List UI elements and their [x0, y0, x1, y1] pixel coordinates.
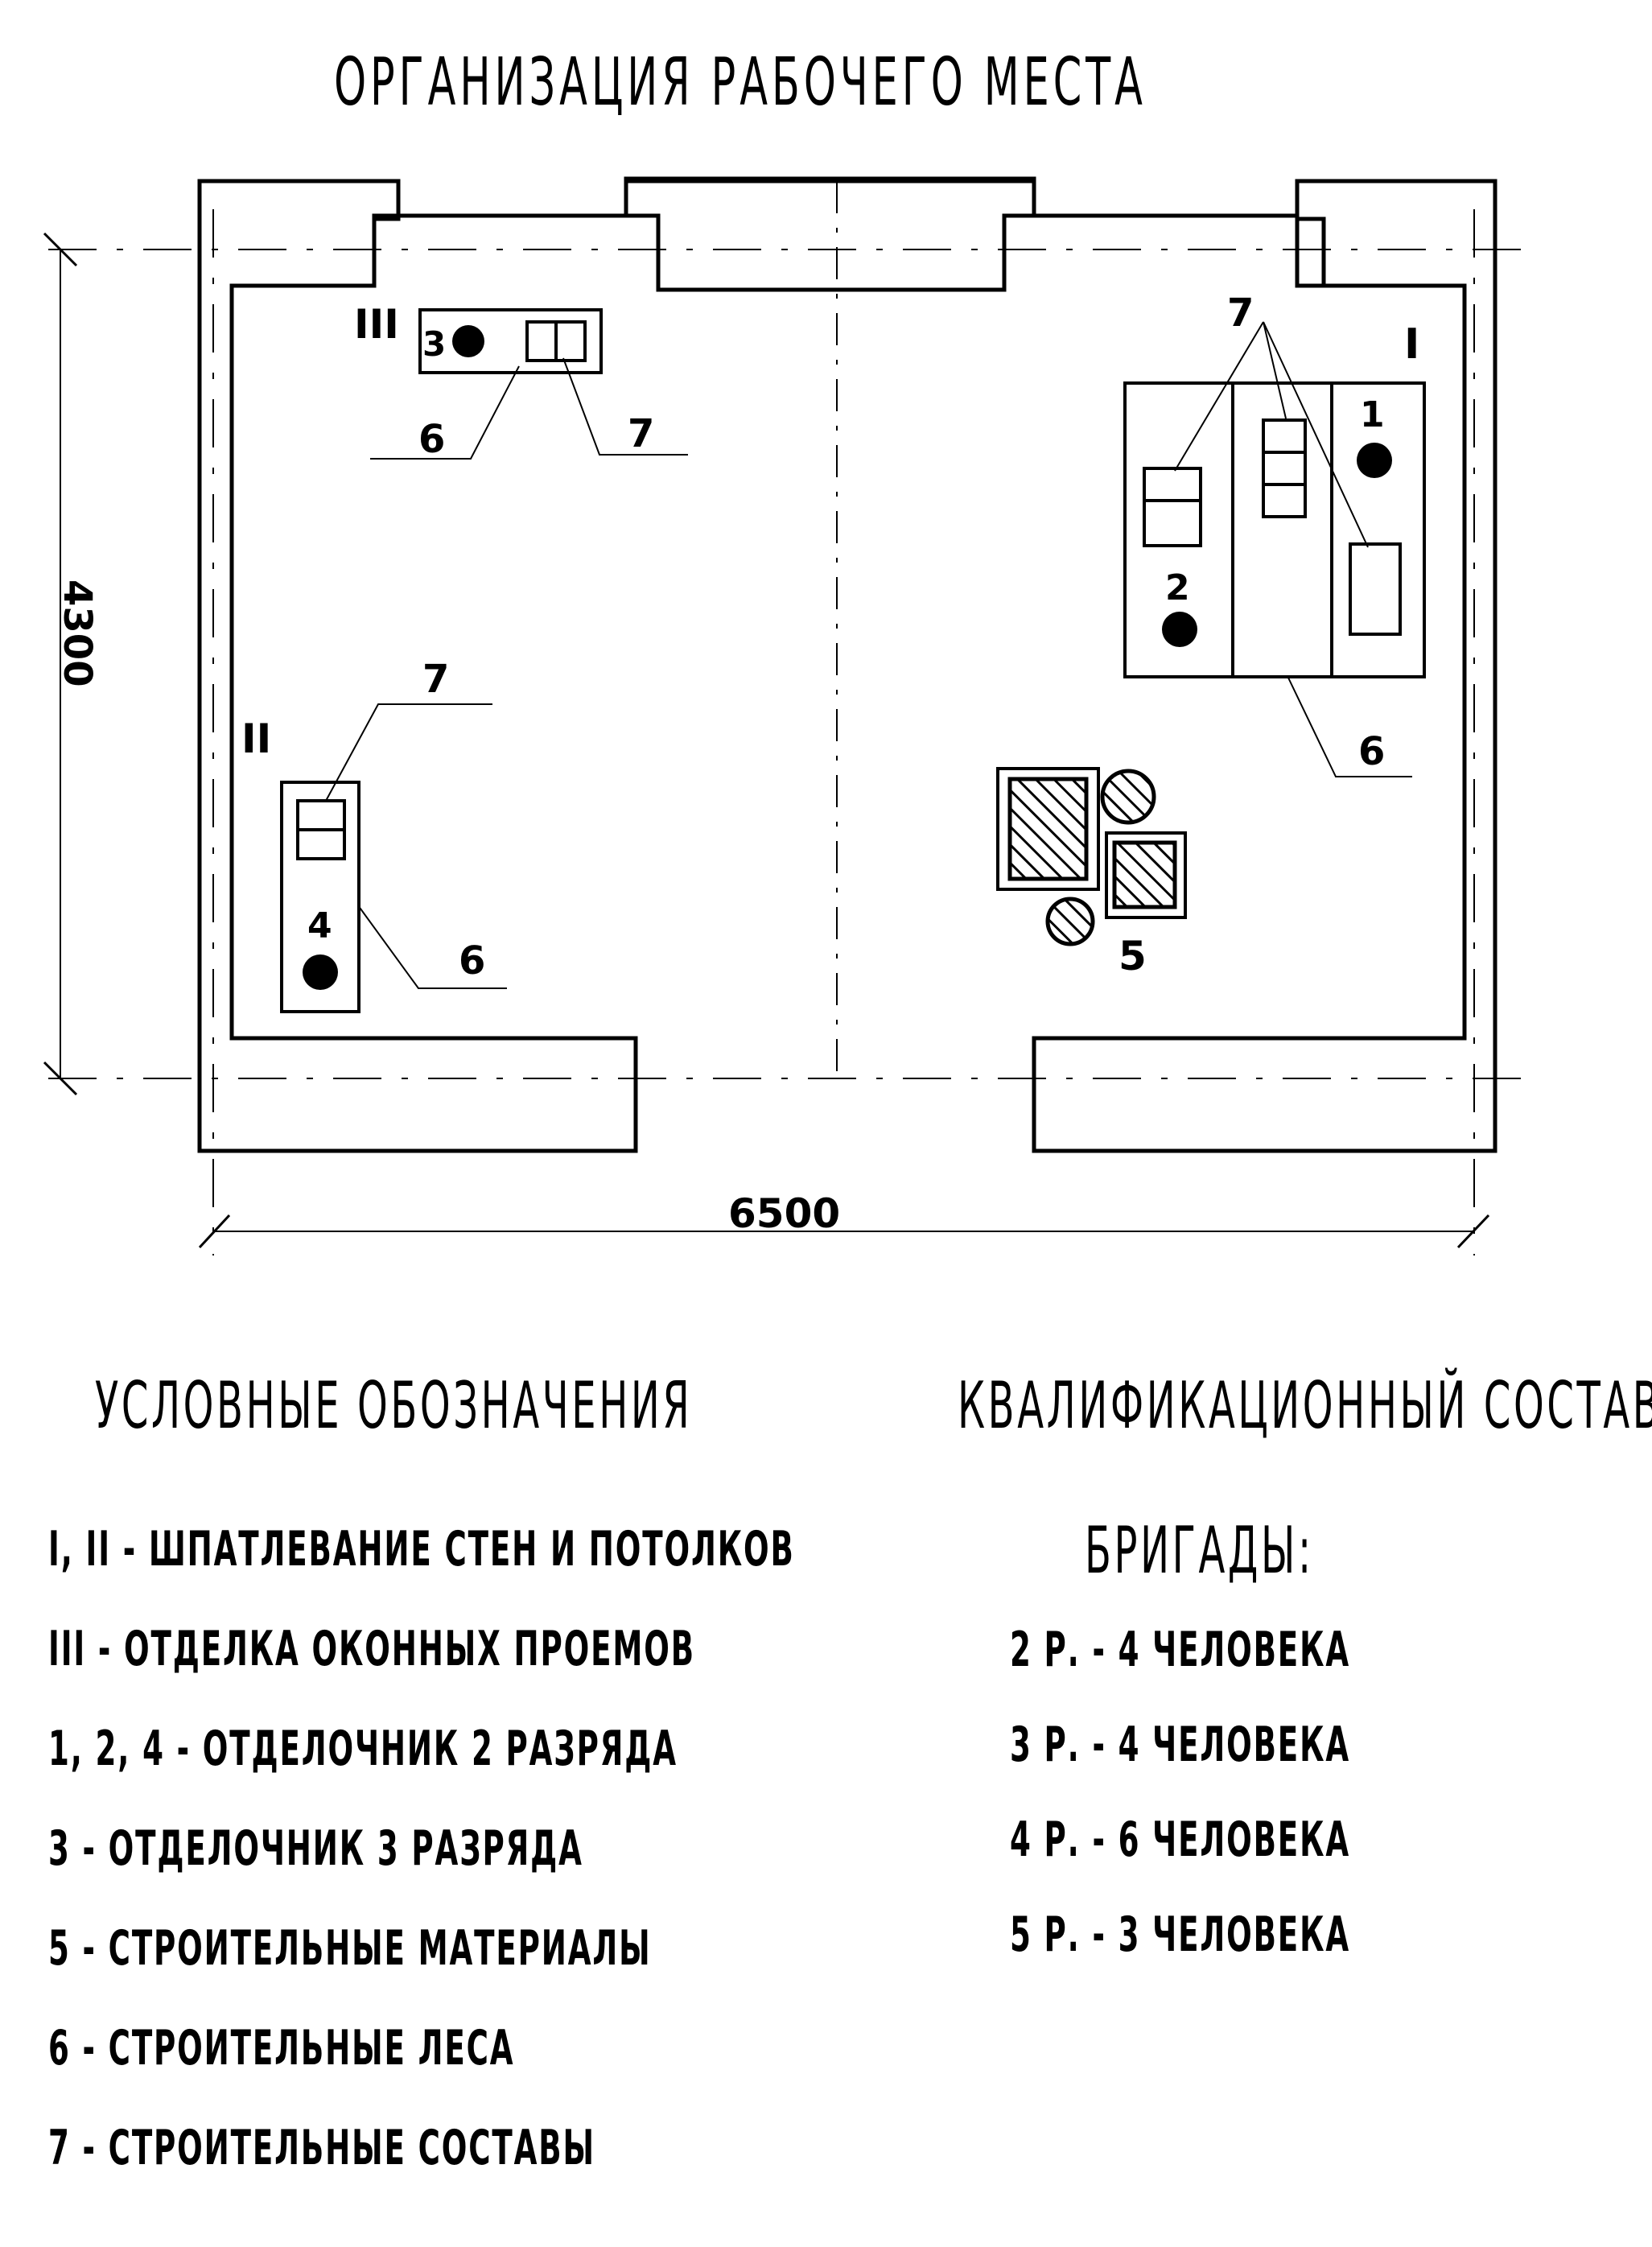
- window-recess-inner: [374, 213, 1465, 292]
- worker-marker-2: [1162, 612, 1197, 647]
- dimension-width-label: 6500: [728, 1190, 840, 1237]
- worker-marker-3: [452, 325, 484, 357]
- materials-barrel: [1100, 769, 1156, 825]
- materials-pallet-small: [1105, 831, 1187, 919]
- worker-marker-1: [1357, 443, 1392, 478]
- compounds-label-zone-1: 7: [1227, 291, 1254, 336]
- scaffold-label-zone-3: 6: [418, 417, 445, 462]
- materials-pallet-large-inner: [1007, 777, 1089, 881]
- brigade-item: 4 Р. - 6 ЧЕЛОВЕКА: [1010, 1812, 1350, 1868]
- leader-scaffold-zone-1: [1287, 675, 1412, 777]
- brigade-item: 5 Р. - 3 ЧЕЛОВЕКА: [1010, 1907, 1350, 1963]
- worker-label-3: 3: [422, 324, 446, 364]
- legend-item: III - ОТДЕЛКА ОКОННЫХ ПРОЕМОВ: [48, 1621, 695, 1677]
- legend-item: 5 - СТРОИТЕЛЬНЫЕ МАТЕРИАЛЫ: [48, 1920, 652, 1977]
- brigade-list: 2 Р. - 4 ЧЕЛОВЕКА 3 Р. - 4 ЧЕЛОВЕКА 4 Р.…: [1010, 1622, 1559, 2002]
- brigade-subtitle: БРИГАДЫ:: [1085, 1513, 1314, 1588]
- scaffold-label-zone-1: 6: [1358, 729, 1385, 774]
- materials-pallet-large: [996, 767, 1100, 891]
- room-top-wall: [232, 179, 1300, 288]
- brigade-item: 3 Р. - 4 ЧЕЛОВЕКА: [1010, 1717, 1350, 1773]
- materials-barrel: [1045, 897, 1095, 946]
- scaffold-zone-3: [418, 308, 603, 374]
- dimension-tick: [198, 1214, 231, 1249]
- page-title: ОРГАНИЗАЦИЯ РАБОЧЕГО МЕСТА: [334, 44, 1147, 121]
- worker-label-1: 1: [1360, 394, 1385, 435]
- scaffold-label-zone-2: 6: [459, 938, 485, 983]
- compounds-box-zone-1: [1349, 542, 1402, 636]
- leader-compounds-zone-3: [562, 357, 688, 456]
- leader-compounds-zone-1: [1263, 321, 1287, 419]
- materials-pallet-small-inner: [1112, 840, 1177, 909]
- worker-label-4: 4: [307, 905, 332, 946]
- legend-item: 3 - ОТДЕЛОЧНИК 3 РАЗРЯДА: [48, 1820, 583, 1877]
- brigade-item: 2 Р. - 4 ЧЕЛОВЕКА: [1010, 1622, 1350, 1678]
- zone-label-2: II: [241, 715, 271, 762]
- legend-item: 6 - СТРОИТЕЛЬНЫЕ ЛЕСА: [48, 2020, 515, 2076]
- scaffold-zone-2: [280, 781, 360, 1013]
- floor-plan: 4300 6500 III 3 6 7 II 4 7 6: [43, 176, 1521, 1255]
- materials-label: 5: [1118, 933, 1147, 979]
- window-recess-top: [624, 179, 1036, 216]
- zone-label-1: I: [1404, 320, 1419, 369]
- legend-item: 7 - СТРОИТЕЛЬНЫЕ СОСТАВЫ: [48, 2120, 595, 2176]
- leader-compounds-zone-1: [1174, 321, 1264, 472]
- legend-item: 1, 2, 4 - ОТДЕЛОЧНИК 2 РАЗРЯДА: [48, 1721, 678, 1777]
- zone-label-3: III: [354, 301, 399, 348]
- leader-compounds-zone-2: [325, 703, 492, 802]
- leader-scaffold-zone-3: [370, 365, 520, 460]
- compounds-box-zone-1: [1262, 418, 1307, 518]
- legend-title: УСЛОВНЫЕ ОБОЗНАЧЕНИЯ: [95, 1368, 693, 1443]
- legend-item: I, II - ШПАТЛЕВАНИЕ СТЕН И ПОТОЛКОВ: [48, 1521, 795, 1577]
- brigade-title: КВАЛИФИКАЦИОННЫЙ СОСТАВ: [958, 1368, 1652, 1443]
- worker-label-2: 2: [1165, 567, 1190, 608]
- dimension-tick: [1456, 1214, 1490, 1249]
- worker-marker-4: [303, 954, 338, 990]
- dimension-tick: [43, 232, 78, 267]
- legend-list: I, II - ШПАТЛЕВАНИЕ СТЕН И ПОТОЛКОВ III …: [48, 1521, 1252, 2220]
- compounds-label-zone-3: 7: [628, 411, 654, 456]
- leader-scaffold-zone-2: [357, 905, 507, 989]
- leader-compounds-zone-1: [1263, 321, 1369, 548]
- dimension-tick: [43, 1061, 78, 1096]
- room-outer-wall-right: [1032, 179, 1498, 1153]
- compounds-box-zone-1: [1143, 467, 1202, 547]
- compounds-label-zone-2: 7: [422, 657, 449, 702]
- room-outer-wall: [197, 179, 638, 1153]
- scaffold-zone-1: [1123, 381, 1426, 678]
- dimension-height-label: 4300: [55, 579, 100, 687]
